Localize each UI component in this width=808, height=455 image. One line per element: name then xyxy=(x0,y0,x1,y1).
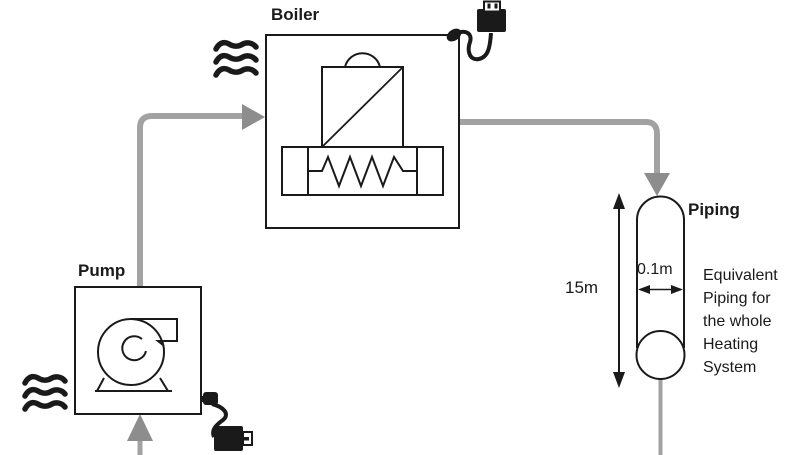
piping-symbol xyxy=(635,195,686,380)
pipe-boiler-to-piping xyxy=(459,119,670,196)
pump-icon xyxy=(95,318,178,392)
dimension-diameter-arrow xyxy=(638,285,683,294)
equivalent-piping-note: Equivalent Piping for the whole Heating … xyxy=(703,267,778,376)
dimension-length-arrow xyxy=(613,193,625,388)
heat-waves-icon-boiler xyxy=(216,43,256,75)
power-plug-icon-pump xyxy=(200,392,253,451)
pump-label: Pump xyxy=(78,261,126,280)
boiler-label: Boiler xyxy=(271,5,320,24)
pipe-length-value: 15m xyxy=(565,278,599,297)
boiler-heating-element-icon xyxy=(281,52,444,196)
pipe-return-into-pump xyxy=(127,414,153,455)
pipe-pump-to-boiler xyxy=(137,104,265,287)
heat-waves-icon-pump xyxy=(25,377,65,409)
power-plug-icon-boiler xyxy=(446,0,506,62)
piping-label: Piping xyxy=(688,200,740,219)
pipe-diameter-value: 0.1m xyxy=(637,261,673,278)
